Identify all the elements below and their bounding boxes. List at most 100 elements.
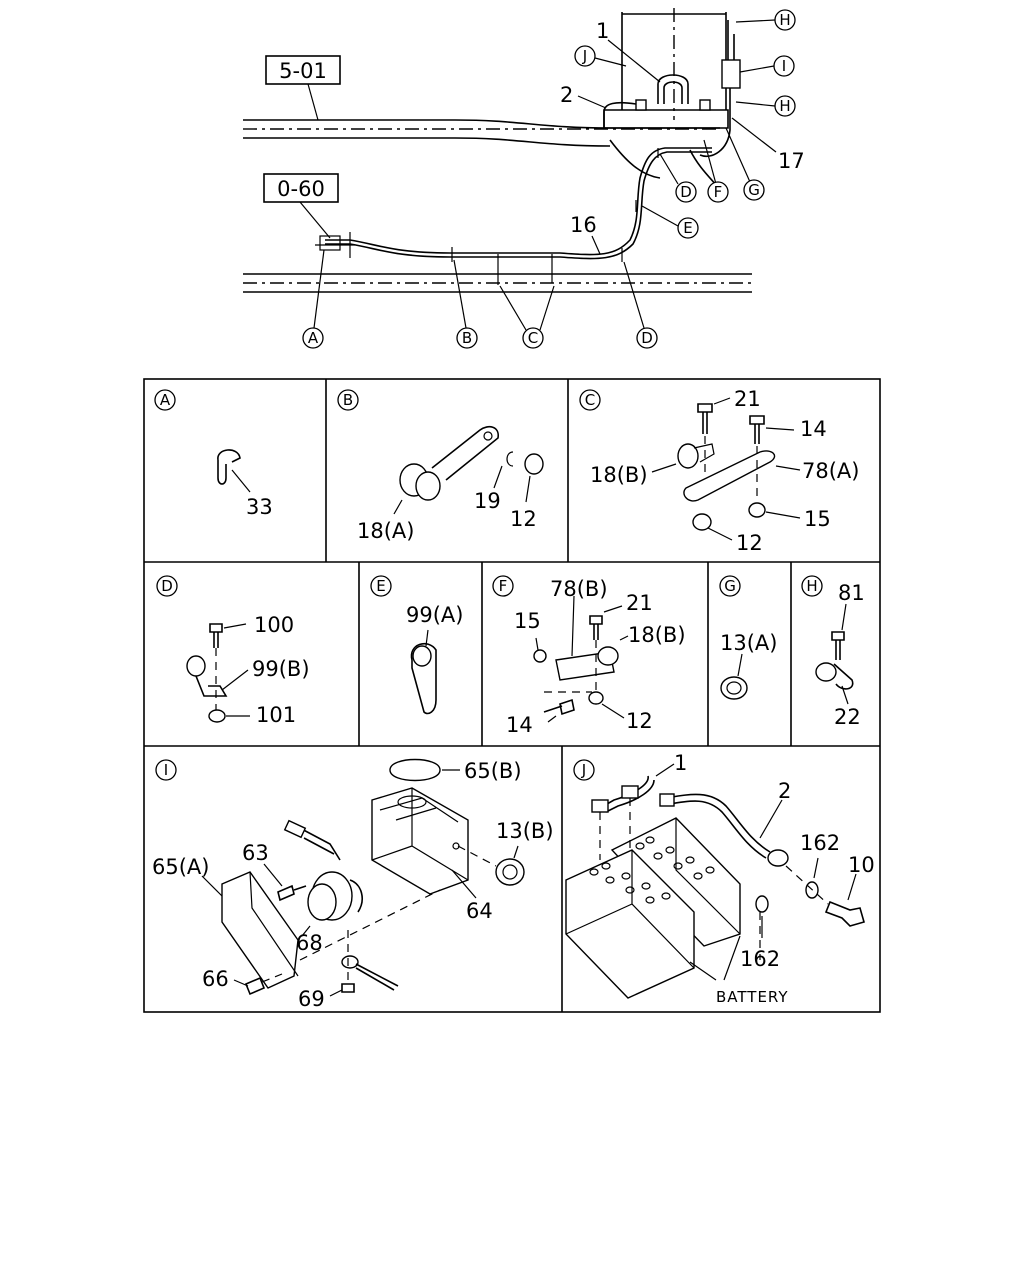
svg-text:D: D xyxy=(680,183,692,201)
panel-b-leaders xyxy=(393,465,531,515)
panel-f-assembly-lines xyxy=(544,640,597,693)
svg-text:H: H xyxy=(779,11,790,29)
detail-panel-e: E 99(A) xyxy=(370,575,463,715)
panel-d-label: D xyxy=(161,577,173,595)
grommet-13b xyxy=(495,858,525,886)
bolt-69 xyxy=(341,983,355,993)
panel-i-label: I xyxy=(164,761,168,779)
part-number-15-c: 15 xyxy=(804,507,831,531)
switch-wire-top xyxy=(727,20,735,60)
terminal-right xyxy=(699,99,711,111)
grommet-assembly-line xyxy=(457,845,497,867)
detail-panel-j: J 1 2 xyxy=(565,751,875,1006)
part-number-14-f: 14 xyxy=(506,713,533,737)
battery-front-edges xyxy=(565,850,695,969)
detail-panel-f: F 78(B) 21 15 18(B) 14 12 xyxy=(492,575,686,737)
battery-label: BATTERY xyxy=(716,988,789,1006)
screw-66-line xyxy=(261,973,283,983)
svg-text:I: I xyxy=(782,57,786,75)
part-number-65a: 65(A) xyxy=(152,855,209,879)
clip-99a-eye xyxy=(412,645,432,667)
callout-e: E xyxy=(641,205,699,239)
part-number-14-c: 14 xyxy=(800,417,827,441)
part-number-15-f: 15 xyxy=(514,609,541,633)
washer-162-b xyxy=(755,895,769,913)
leader-33 xyxy=(231,469,251,493)
cable-2-terminal-b xyxy=(767,849,789,867)
leader-69 xyxy=(329,989,343,997)
callout-b: B xyxy=(453,259,478,349)
nut-12-f xyxy=(588,691,604,705)
part-number-78a: 78(A) xyxy=(802,459,859,483)
part-number-162-b: 162 xyxy=(740,947,780,971)
part-number-64: 64 xyxy=(466,899,493,923)
callout-h-top: H xyxy=(735,9,796,31)
switch-housing-64 xyxy=(371,787,469,895)
part-number-19: 19 xyxy=(474,489,501,513)
bracket-78a xyxy=(683,450,776,502)
panel-c-assembly-lines xyxy=(704,436,758,498)
part-number-69: 69 xyxy=(298,987,325,1011)
leader-2-j xyxy=(759,799,783,839)
svg-text:D: D xyxy=(641,329,653,347)
cable-1-terminal-b xyxy=(621,785,639,799)
battery-cable-1-inner xyxy=(663,81,683,104)
ref-leader-0-60 xyxy=(299,201,331,239)
cable-1-assembly-lines xyxy=(599,798,631,860)
part-number-10: 10 xyxy=(848,853,875,877)
grid-row2-dividers xyxy=(358,562,792,746)
callout-i: I xyxy=(739,55,795,77)
panel-f-label: F xyxy=(499,577,508,595)
callout-f: F xyxy=(703,139,729,203)
ring-terminal xyxy=(341,955,359,969)
part-number-21-f: 21 xyxy=(626,591,653,615)
part-number-18b-f: 18(B) xyxy=(628,623,686,647)
cover-65a xyxy=(221,871,299,989)
battery-cable-2 xyxy=(603,101,637,128)
switch-body-back xyxy=(349,879,363,913)
leader-66 xyxy=(233,979,249,987)
leader-2 xyxy=(577,95,607,109)
detail-panel-i: I 65(B) 64 13(B) 65(A) 68 63 xyxy=(152,758,554,1011)
switch-wire-bottom xyxy=(699,88,731,157)
part-number-22: 22 xyxy=(834,705,861,729)
cap-65b xyxy=(389,758,441,782)
part-number-13a: 13(A) xyxy=(720,631,777,655)
part-number-1-j: 1 xyxy=(674,751,687,775)
nut-15-c xyxy=(748,502,766,518)
ref-label-5-01: 5-01 xyxy=(279,59,327,83)
svg-text:F: F xyxy=(714,183,723,201)
panel-d-leaders xyxy=(221,623,250,717)
ground-cable xyxy=(355,963,399,991)
grid-outer-border xyxy=(143,378,881,1013)
svg-text:G: G xyxy=(748,181,760,199)
ref-box-0-60 xyxy=(263,173,339,203)
part-number-18a: 18(A) xyxy=(357,519,414,543)
screw-81 xyxy=(831,631,845,660)
part-number-13b: 13(B) xyxy=(496,819,554,843)
panel-b-label: B xyxy=(343,391,353,409)
clip-bracket-b xyxy=(431,425,499,481)
callout-h-mid: H xyxy=(735,95,796,117)
frame-rail-upper-bottom xyxy=(243,137,611,147)
clip-18b-tab xyxy=(693,443,715,463)
harness-16 xyxy=(325,147,712,256)
part-number-2: 2 xyxy=(560,83,573,107)
connector-bracket-a xyxy=(315,232,355,258)
cable-2-terminal-a xyxy=(659,793,675,807)
svg-text:A: A xyxy=(308,329,319,347)
part-number-21-c: 21 xyxy=(734,387,761,411)
bolt-21-c xyxy=(697,403,713,434)
part-number-63: 63 xyxy=(242,841,269,865)
battery-cable-1 xyxy=(657,74,689,104)
clip-33 xyxy=(217,449,241,485)
nut-12-b xyxy=(524,453,544,475)
switch-lead xyxy=(295,825,341,861)
part-number-12-f: 12 xyxy=(626,709,653,733)
panel-a-label: A xyxy=(160,391,171,409)
frame-rail-upper-top xyxy=(243,119,720,129)
detail-panel-c: C 21 14 18(B) 78(A) 15 12 xyxy=(579,387,859,555)
callout-g: G xyxy=(725,127,765,201)
cover-edge xyxy=(249,871,299,977)
switch-connector xyxy=(283,819,307,839)
